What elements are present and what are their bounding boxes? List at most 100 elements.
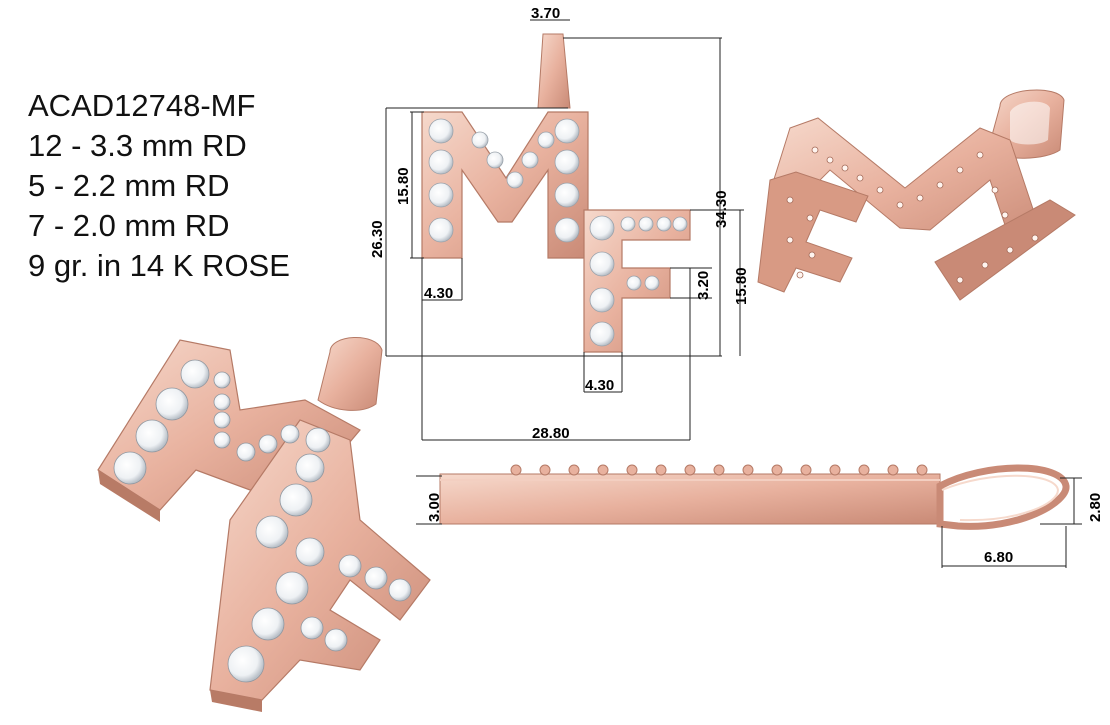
diamond — [554, 182, 580, 208]
diamond-3d — [305, 427, 331, 453]
diamond — [589, 215, 615, 241]
front-view-3d — [97, 337, 431, 712]
letter-m-front — [421, 111, 589, 259]
back-letter-f — [757, 171, 869, 293]
diamond — [638, 216, 654, 232]
stone-spec-3: 7 - 2.0 mm RD — [28, 208, 230, 243]
bail-3d — [317, 337, 383, 411]
diamond — [428, 118, 454, 144]
diamond — [626, 275, 642, 291]
back-holes — [786, 146, 1039, 284]
back-view-3d — [757, 89, 1076, 301]
diamond — [672, 216, 688, 232]
product-code: ACAD12748-MF — [28, 88, 256, 123]
diamond-3d — [213, 393, 231, 411]
dim-overall-width: 28.80 — [532, 425, 570, 442]
diamond — [471, 131, 489, 149]
dim-thickness: 3.00 — [426, 493, 443, 522]
dim-f-height: 15.80 — [733, 267, 750, 305]
diamond — [521, 151, 539, 169]
diamond-3d — [251, 607, 285, 641]
diamond — [620, 216, 636, 232]
diamond — [428, 182, 454, 208]
diamonds-3d — [113, 359, 412, 683]
diamond-3d — [213, 431, 231, 449]
prong — [568, 464, 580, 476]
stone-spec-1: 12 - 3.3 mm RD — [28, 128, 247, 163]
diamond-3d — [275, 571, 309, 605]
diamond-3d — [255, 515, 289, 549]
front-dimensions: 3.70 34.30 26.30 15.80 4.30 4.30 3.20 — [369, 5, 750, 442]
diamond — [428, 149, 454, 175]
prong — [742, 464, 754, 476]
metal-spec: 9 gr. in 14 K ROSE — [28, 248, 290, 283]
setting-hole — [976, 151, 984, 159]
diamond — [554, 149, 580, 175]
setting-hole — [1006, 246, 1014, 254]
diamond-3d — [113, 451, 147, 485]
dim-m-letter-height: 15.80 — [395, 167, 412, 205]
diamond-3d — [213, 411, 231, 429]
prong — [829, 464, 841, 476]
diamond-3d — [300, 616, 324, 640]
prong — [800, 464, 812, 476]
setting-hole — [806, 214, 814, 222]
diamond — [537, 131, 555, 149]
setting-hole — [876, 186, 884, 194]
diamond — [506, 171, 524, 189]
diamond — [589, 287, 615, 313]
setting-hole — [896, 201, 904, 209]
prong — [626, 464, 638, 476]
diamond-3d — [324, 628, 348, 652]
setting-hole — [981, 261, 989, 269]
setting-hole — [991, 186, 999, 194]
diamond — [554, 217, 580, 243]
prong — [858, 464, 870, 476]
prong — [539, 464, 551, 476]
side-view: 3.00 2.80 6.80 — [416, 464, 1104, 568]
setting-hole — [796, 271, 804, 279]
prong — [510, 464, 522, 476]
bail-profile — [936, 464, 1070, 530]
front-diamonds — [428, 118, 688, 347]
diamond-3d — [135, 419, 169, 453]
dim-m-height: 26.30 — [369, 220, 386, 258]
dim-m-stroke: 4.30 — [424, 285, 453, 302]
prong — [684, 464, 696, 476]
diamond-3d — [388, 578, 412, 602]
dim-bail-thickness: 2.80 — [1087, 493, 1104, 522]
diamond-3d — [258, 434, 278, 454]
diamond-3d — [236, 442, 256, 462]
setting-hole — [811, 146, 819, 154]
diamond-3d — [295, 537, 325, 567]
setting-hole — [916, 194, 924, 202]
diamond — [589, 321, 615, 347]
setting-hole — [826, 156, 834, 164]
diamond-3d — [180, 359, 210, 389]
diamond-3d — [338, 554, 362, 578]
setting-hole — [786, 236, 794, 244]
dim-bail-length: 6.80 — [984, 549, 1013, 566]
side-prongs — [510, 464, 928, 476]
bail-front — [537, 33, 571, 109]
prong — [713, 464, 725, 476]
prong — [655, 464, 667, 476]
diamond — [644, 275, 660, 291]
diamond-3d — [155, 387, 189, 421]
diamond — [554, 118, 580, 144]
diamond — [486, 151, 504, 169]
dim-f-stroke: 4.30 — [585, 377, 614, 394]
diamond-3d — [280, 424, 300, 444]
diamond-3d — [213, 371, 231, 389]
diamond-3d — [295, 453, 325, 483]
diamond — [656, 216, 672, 232]
dim-bail-width: 3.70 — [531, 5, 560, 22]
diamond — [589, 251, 615, 277]
prong — [887, 464, 899, 476]
prong — [597, 464, 609, 476]
setting-hole — [936, 181, 944, 189]
dim-overall-height: 34.30 — [713, 190, 730, 228]
setting-hole — [956, 166, 964, 174]
setting-hole — [856, 174, 864, 182]
